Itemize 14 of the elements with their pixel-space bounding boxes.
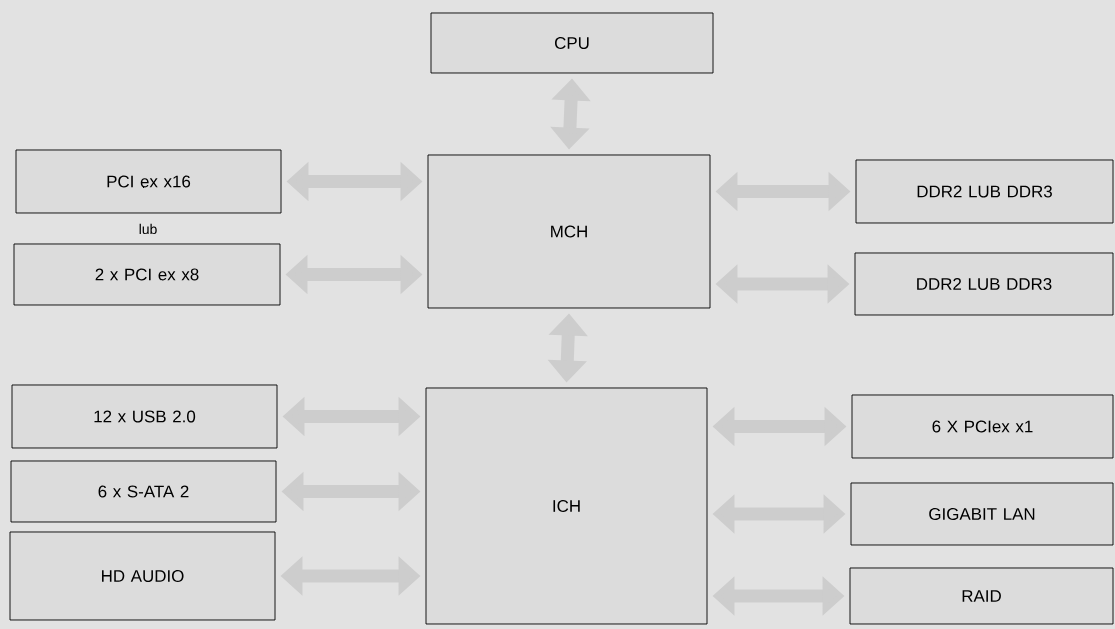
connector-word: lub	[139, 223, 157, 235]
block-box: DDR2 LUB DDR3	[855, 159, 1114, 224]
block-box: 6 X PCIex x1	[851, 394, 1114, 459]
block-box: 6 x S-ATA 2	[10, 460, 277, 523]
block-box: ICH	[425, 387, 708, 625]
block-box: DDR2 LUB DDR3	[854, 252, 1114, 316]
block-box: PCI ex x16	[15, 149, 282, 214]
block-box: 12 x USB 2.0	[11, 384, 278, 449]
block-box: HD AUDIO	[9, 531, 276, 621]
block-box: 2 x PCI ex x8	[13, 243, 281, 306]
block-box: GIGABIT LAN	[850, 482, 1114, 546]
block-box: CPU	[430, 12, 714, 74]
block-box: MCH	[427, 154, 711, 309]
block-box: RAID	[849, 567, 1114, 625]
